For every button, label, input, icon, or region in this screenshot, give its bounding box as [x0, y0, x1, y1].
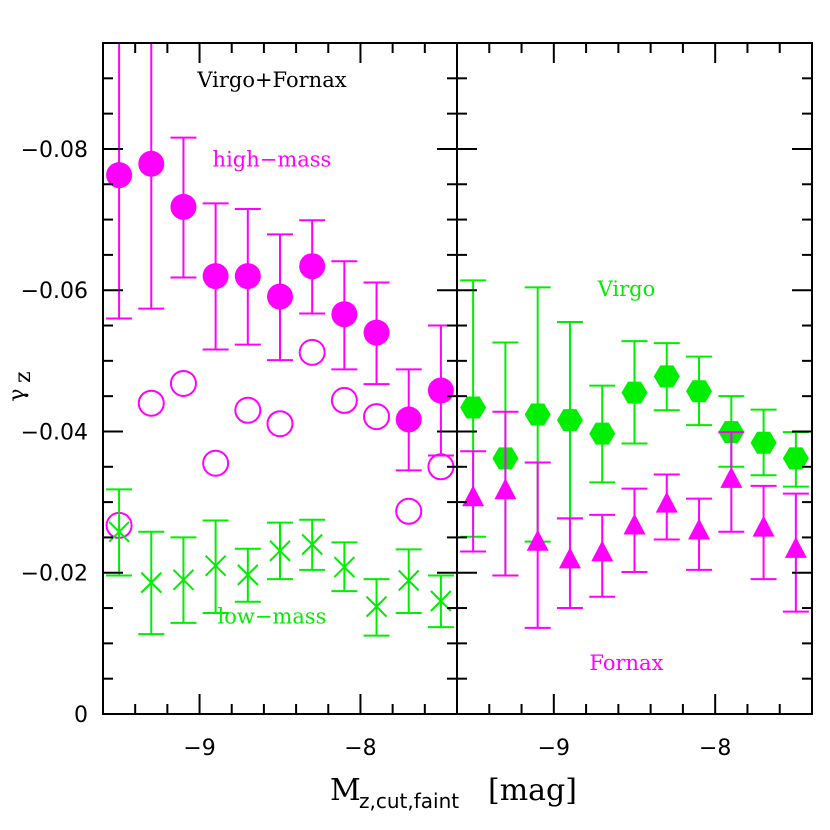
y-axis-label-text: γ: [5, 388, 30, 401]
x-axis-label-subscript: z,cut,faint: [359, 789, 459, 813]
series-triangle: [460, 410, 809, 629]
x-axis-label: M: [330, 773, 361, 808]
cross-marker: [398, 569, 420, 592]
y-tick-label: −0.04: [21, 420, 88, 445]
panel-virgo-fornax: Virgo+Fornax high−mass low−mass −9 −8: [102, 42, 458, 761]
x-tick-label: −9: [183, 736, 215, 761]
open-circle-marker: [169, 369, 197, 397]
open-circle-marker: [395, 497, 423, 525]
triangle-marker: [655, 491, 678, 513]
triangle-marker: [526, 529, 549, 551]
cross-marker: [204, 554, 227, 577]
triangle-marker: [784, 536, 807, 558]
triangle-marker: [558, 547, 581, 569]
cross-marker: [333, 556, 356, 578]
hexagon-marker: [621, 381, 648, 404]
hexagon-marker: [686, 380, 713, 403]
hexagon-marker: [460, 396, 487, 419]
hexagon-marker: [750, 431, 777, 454]
annotation-label: Fornax: [589, 651, 663, 675]
y-tick-label: 0: [74, 703, 88, 728]
annotation-label: low−mass: [217, 605, 326, 629]
open-circle-marker: [234, 396, 262, 424]
x-tick-label: −8: [699, 736, 731, 761]
open-circle-marker: [266, 410, 294, 438]
hexagon-marker: [653, 365, 680, 388]
cross-marker: [108, 521, 130, 543]
filled-circle-marker: [427, 377, 454, 404]
hexagon-marker: [782, 447, 809, 470]
filled-circle-marker: [202, 263, 229, 290]
filled-circle-marker: [299, 253, 326, 280]
hexagon-marker: [589, 422, 616, 445]
filled-circle-marker: [363, 319, 390, 346]
triangle-marker: [494, 478, 517, 500]
cross-marker: [269, 540, 291, 562]
x-axis-label-unit: [mag]: [488, 773, 577, 808]
filled-circle-marker: [170, 193, 197, 220]
open-circle-marker: [202, 449, 230, 477]
triangle-marker: [462, 485, 485, 507]
open-circle-marker: [330, 386, 358, 414]
open-circle-marker: [137, 389, 165, 417]
x-tick-label: −8: [344, 736, 376, 761]
plot-area: [460, 279, 809, 629]
plot-area: [105, 43, 455, 637]
series-filled-circle: [106, 43, 454, 472]
cross-marker: [140, 571, 162, 594]
annotation-label: high−mass: [213, 148, 332, 172]
triangle-marker: [623, 513, 646, 535]
filled-circle-marker: [331, 301, 358, 328]
open-circle-marker: [363, 403, 391, 431]
y-tick-label: −0.08: [21, 138, 88, 163]
cross-marker: [237, 564, 259, 586]
y-axis-label: γz: [5, 371, 36, 401]
panel-frame: [456, 42, 813, 715]
hexagon-marker: [524, 403, 551, 426]
y-tick-label: −0.02: [21, 562, 88, 587]
triangle-marker: [720, 466, 743, 488]
x-tick-label: −9: [538, 736, 570, 761]
y-tick-label: −0.06: [21, 279, 88, 304]
open-circle-marker: [298, 338, 326, 366]
series-cross: [106, 488, 454, 637]
triangle-marker: [591, 540, 614, 562]
filled-circle-marker: [395, 406, 422, 433]
filled-circle-marker: [138, 150, 165, 177]
filled-circle-marker: [106, 162, 133, 189]
filled-circle-marker: [267, 283, 293, 310]
triangle-marker: [688, 518, 711, 540]
cross-marker: [301, 533, 323, 556]
y-axis-label-subscript: z: [11, 371, 36, 383]
filled-circle-marker: [234, 263, 261, 290]
cross-marker: [365, 595, 388, 618]
annotation-label: Virgo: [597, 277, 656, 301]
annotation-label: Virgo+Fornax: [196, 68, 346, 92]
hexagon-marker: [556, 409, 583, 432]
cross-marker: [172, 569, 195, 591]
triangle-marker: [752, 515, 775, 537]
